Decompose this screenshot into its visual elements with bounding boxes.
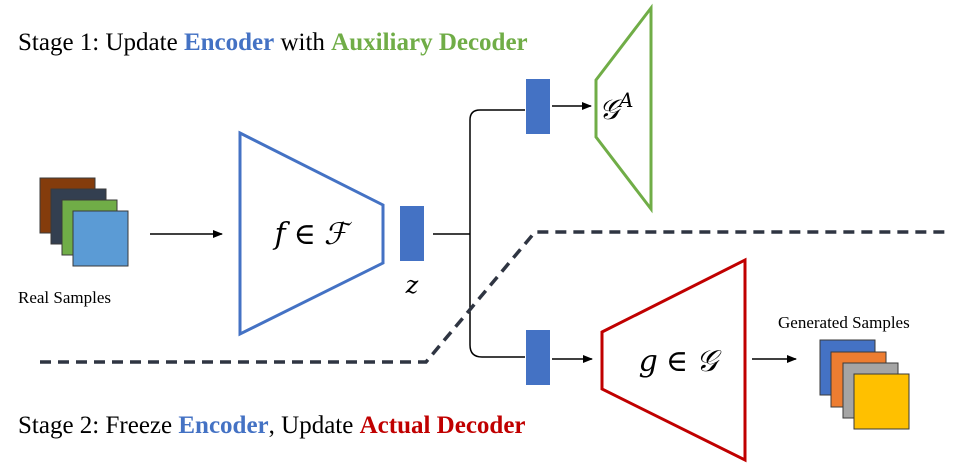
stage2-middle: , Update [269, 412, 360, 439]
real-sample-blue [72, 210, 129, 267]
real-samples-stack [39, 177, 129, 267]
stage1-middle: with [274, 29, 331, 56]
actual-decoder-G: 𝒢 [696, 344, 722, 379]
latent-label: z [405, 271, 419, 299]
stage2-actual-decoder-word: Actual Decoder [360, 412, 526, 439]
aux-decoder-formula: 𝒢A [599, 88, 633, 126]
encoder-F: ℱ [324, 217, 353, 252]
auxiliary-decoder-block [594, 3, 653, 214]
generated-samples-label: Generated Samples [778, 313, 910, 332]
actual-decoder-formula: g∈𝒢 [639, 344, 722, 379]
aux-latent-bar [526, 79, 550, 134]
actual-decoder-g: g [639, 344, 658, 379]
generated-sample-yellow [853, 373, 910, 430]
stage1-title: Stage 1: Update Encoder with Auxiliary D… [18, 29, 528, 56]
encoder-formula: f∈ℱ [273, 217, 353, 252]
encoder-block [238, 130, 385, 337]
actual-decoder-block [600, 257, 747, 463]
stage1-prefix: Stage 1: Update [18, 29, 184, 56]
stage1-encoder-word: Encoder [184, 29, 274, 56]
stage2-encoder-word: Encoder [178, 412, 268, 439]
stage1-aux-decoder-word: Auxiliary Decoder [331, 29, 527, 56]
encoder-in-symbol: ∈ [294, 217, 316, 252]
stage2-prefix: Stage 2: Freeze [18, 412, 178, 439]
generated-samples-stack [819, 339, 910, 430]
branch-connector [433, 109, 525, 358]
real-samples-label: Real Samples [18, 288, 111, 307]
latent-bar [400, 206, 424, 261]
encoder-f: f [273, 217, 291, 252]
actual-latent-bar [526, 330, 550, 385]
aux-decoder-superscript: A [617, 88, 633, 112]
stage-divider [40, 230, 945, 364]
actual-decoder-in-symbol: ∈ [666, 344, 688, 379]
stage2-title: Stage 2: Freeze Encoder, Update Actual D… [18, 412, 526, 439]
